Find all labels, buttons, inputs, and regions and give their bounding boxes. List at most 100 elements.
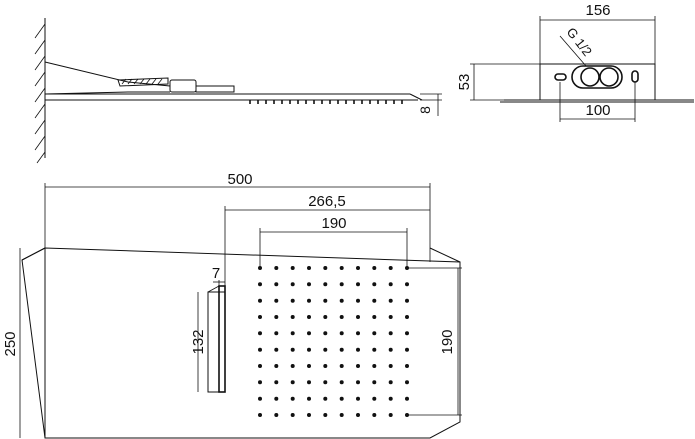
- nozzle-dot: [339, 380, 344, 385]
- nozzle-dot: [356, 266, 360, 270]
- nozzle-dot: [290, 282, 295, 287]
- dim-100-label: 100: [585, 102, 610, 119]
- nozzle-dot: [323, 413, 328, 417]
- dim-132-label: 132: [190, 329, 207, 354]
- nozzle-dot: [356, 364, 360, 368]
- nozzle-dot: [290, 298, 295, 303]
- nozzle-dot: [339, 298, 344, 303]
- nozzle-dot: [258, 331, 262, 336]
- connector-block: [169, 79, 197, 93]
- nozzle-dot: [405, 315, 409, 319]
- dim-266-label: 266,5: [308, 193, 346, 210]
- side-nozzle-row: [249, 100, 403, 104]
- nozzle-dot: [274, 364, 279, 368]
- nozzle-dot: [274, 282, 279, 287]
- nozzle-dot: [323, 331, 328, 336]
- nozzle-dot: [339, 315, 344, 319]
- nozzle-dot: [323, 298, 328, 303]
- nozzle-dot: [356, 331, 360, 336]
- nozzle-dot: [388, 266, 393, 270]
- waterfall-insert-hatch: [121, 78, 163, 85]
- nozzle-dot: [339, 266, 344, 270]
- shower-arm-top: [44, 61, 171, 87]
- nozzle-dot: [307, 266, 311, 270]
- connector-plate: [195, 85, 235, 93]
- nozzle-dot: [274, 315, 279, 319]
- nozzle-dot: [258, 266, 262, 270]
- nozzle-dot: [372, 282, 377, 287]
- waterfall-insert: [117, 77, 169, 87]
- nozzle-dot: [274, 266, 279, 270]
- nozzle-dot: [258, 298, 262, 303]
- nozzle-dot: [274, 298, 279, 303]
- nozzle-dot: [372, 331, 377, 336]
- waterfall-slot: [218, 285, 226, 393]
- slot-frame: [207, 291, 226, 393]
- dim-7-label: 7: [212, 265, 220, 282]
- plate-outline: [21, 247, 461, 439]
- nozzle-dot: [388, 347, 393, 352]
- nozzle-dot: [405, 282, 409, 287]
- nozzle-dot: [274, 380, 279, 385]
- nozzle-dot: [258, 347, 262, 352]
- thread-leader-line: [559, 35, 587, 67]
- inlet-port-frame: [571, 65, 623, 89]
- nozzle-dot: [258, 380, 262, 385]
- fixing-slot-right: [631, 70, 639, 83]
- nozzle-dot: [372, 298, 377, 303]
- nozzle-dot: [323, 380, 328, 385]
- nozzle-dot: [290, 380, 295, 385]
- inlet-port-right: [599, 67, 619, 87]
- dim-250-label: 250: [2, 331, 19, 356]
- nozzle-dot: [290, 413, 295, 417]
- nozzle-dot: [290, 364, 295, 368]
- box-view: 156 53 G 1/2 100: [456, 2, 694, 122]
- nozzle-dot: [258, 282, 262, 287]
- nozzle-dot: [307, 331, 311, 336]
- wall-hatching: [34, 23, 46, 164]
- nozzle-dot: [323, 347, 328, 352]
- nozzle-dot: [290, 396, 295, 401]
- nozzle-dot: [388, 282, 393, 287]
- nozzle-dot: [274, 331, 279, 336]
- nozzle-dot: [356, 380, 360, 385]
- nozzle-dot: [274, 347, 279, 352]
- nozzle-dot: [290, 347, 295, 352]
- nozzle-dot: [258, 396, 262, 401]
- nozzle-dot: [274, 396, 279, 401]
- nozzle-dot: [339, 364, 344, 368]
- nozzle-dot: [372, 413, 377, 417]
- plate-edge-top-right: [429, 247, 461, 263]
- nozzle-dot: [356, 413, 360, 417]
- nozzle-dot: [258, 413, 262, 417]
- nozzle-dot: [290, 315, 295, 319]
- plate-edge: [409, 93, 423, 101]
- nozzle-dot: [405, 347, 409, 352]
- nozzle-dot: [405, 331, 409, 336]
- nozzle-dot: [372, 347, 377, 352]
- nozzle-dot: [388, 413, 393, 417]
- nozzle-dot: [356, 282, 360, 287]
- dim-53-label: 53: [456, 74, 473, 91]
- nozzle-dot: [405, 396, 409, 401]
- nozzle-dot: [307, 413, 311, 417]
- dim-500-label: 500: [227, 171, 252, 188]
- nozzle-dot: [339, 331, 344, 336]
- nozzle-dot: [307, 380, 311, 385]
- nozzle-dot: [307, 315, 311, 319]
- top-view: 500 266,5 190 250 7 132: [2, 171, 462, 439]
- nozzle-dot: [290, 331, 295, 336]
- nozzle-dot: [323, 282, 328, 287]
- nozzle-dot: [307, 282, 311, 287]
- nozzle-dot: [388, 298, 393, 303]
- nozzle-dot: [290, 266, 295, 270]
- nozzle-dot: [339, 282, 344, 287]
- nozzle-dot: [405, 380, 409, 385]
- nozzle-dot: [388, 315, 393, 319]
- nozzle-dot: [339, 396, 344, 401]
- nozzle-dot: [307, 364, 311, 368]
- nozzle-dot: [339, 347, 344, 352]
- plate-edge-top-left: [21, 247, 46, 261]
- nozzle-dot: [307, 347, 311, 352]
- dim-190h-label: 190: [321, 215, 346, 232]
